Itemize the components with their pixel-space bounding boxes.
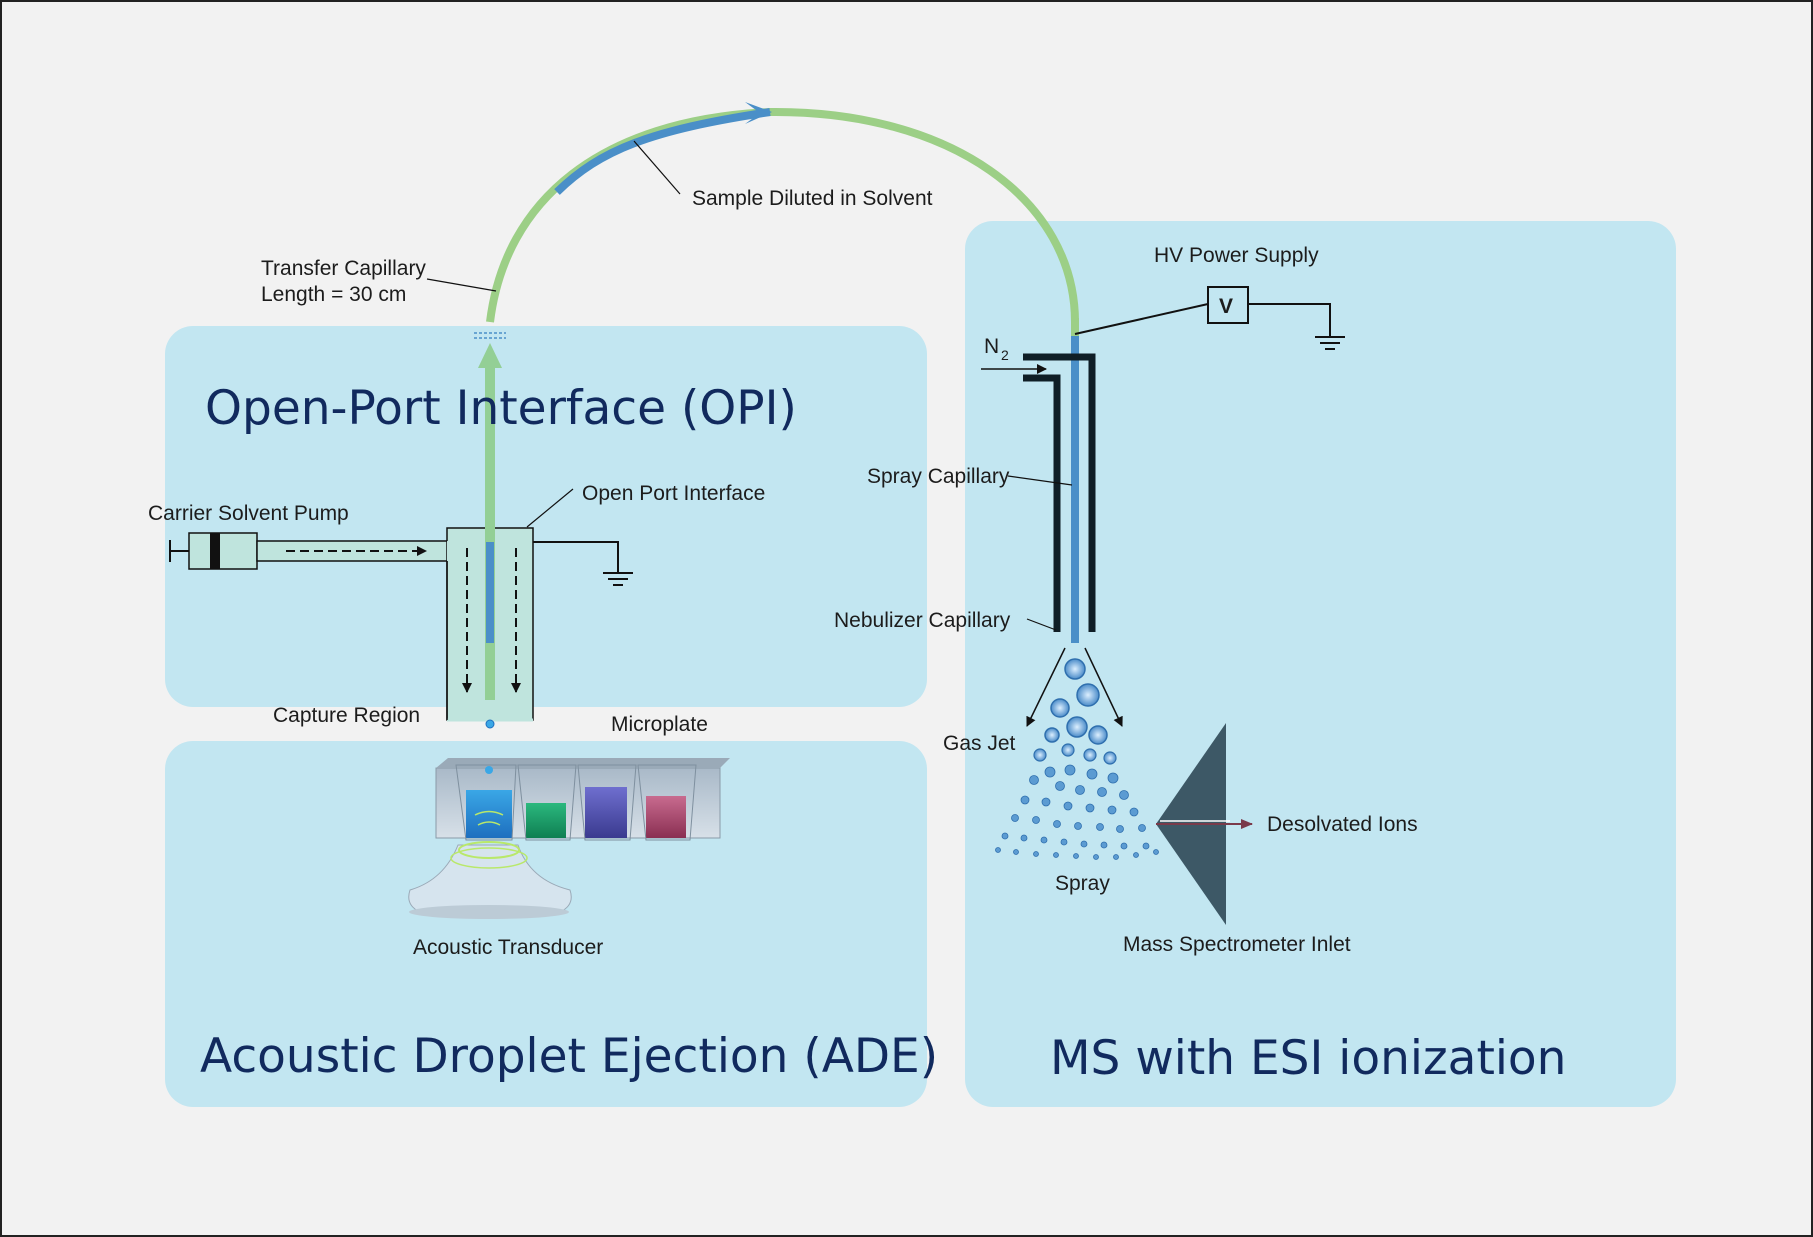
sample-plug-in-capillary	[554, 108, 771, 195]
spray-capillary-label: Spray Capillary	[867, 465, 1010, 488]
sample-diluted-leader	[633, 140, 681, 195]
acoustic-transducer-label: Acoustic Transducer	[413, 936, 603, 959]
microplate-label: Microplate	[611, 713, 708, 736]
sample-diluted-label: Sample Diluted in Solvent	[692, 187, 933, 210]
hv-wire	[1074, 303, 1209, 335]
nebulizer-capillary-label: Nebulizer Capillary	[834, 609, 1011, 632]
nebulizer-sheath-right	[1023, 353, 1096, 632]
transfer-capillary-label: Transfer Capillary	[261, 257, 426, 280]
carrier-solvent-pump	[169, 532, 448, 570]
gas-jet-right-arrow	[1084, 647, 1123, 727]
open-port-interface-label: Open Port Interface	[582, 482, 765, 505]
desolvated-ions-label: Desolvated Ions	[1267, 813, 1418, 836]
hv-power-supply-label: HV Power Supply	[1154, 244, 1319, 267]
mass-spectrometer-inlet-label: Mass Spectrometer Inlet	[1123, 933, 1351, 956]
voltmeter-label: V	[1219, 295, 1233, 318]
spray-label: Spray	[1055, 872, 1110, 895]
ms-panel	[965, 221, 1676, 1107]
transfer-capillary-length-label: Length = 30 cm	[261, 283, 406, 306]
transfer-capillary-leader	[426, 278, 497, 292]
opi-ground-wire	[533, 541, 619, 573]
gas-jet-label: Gas Jet	[943, 732, 1016, 755]
spray-plume	[995, 658, 1159, 860]
carrier-solvent-pump-label: Carrier Solvent Pump	[148, 502, 349, 525]
n2-subscript: 2	[1001, 347, 1009, 363]
opi-upflow-arrow	[478, 343, 502, 368]
capture-region-label: Capture Region	[273, 704, 420, 727]
nebulizer-capillary-leader	[1026, 618, 1057, 631]
ms-panel-title: MS with ESI ionization	[1050, 1031, 1566, 1086]
opi-leader	[526, 488, 574, 528]
spray-capillary-leader	[1007, 475, 1073, 486]
opi-panel-title: Open-Port Interface (OPI)	[205, 381, 797, 436]
ground-wire	[1248, 303, 1331, 337]
ejected-droplet	[485, 719, 495, 729]
gas-jet-left-arrow	[1026, 647, 1066, 727]
ade-panel-title: Acoustic Droplet Ejection (ADE)	[200, 1029, 938, 1084]
acoustic-transducer-icon	[408, 841, 572, 919]
nebulizer-sheath-left	[1023, 374, 1061, 632]
n2-label: N	[984, 335, 999, 358]
opi-panel	[165, 326, 927, 707]
microplate-icon	[435, 758, 730, 841]
ade-panel	[165, 741, 927, 1107]
flow-direction-arrow	[745, 102, 772, 124]
